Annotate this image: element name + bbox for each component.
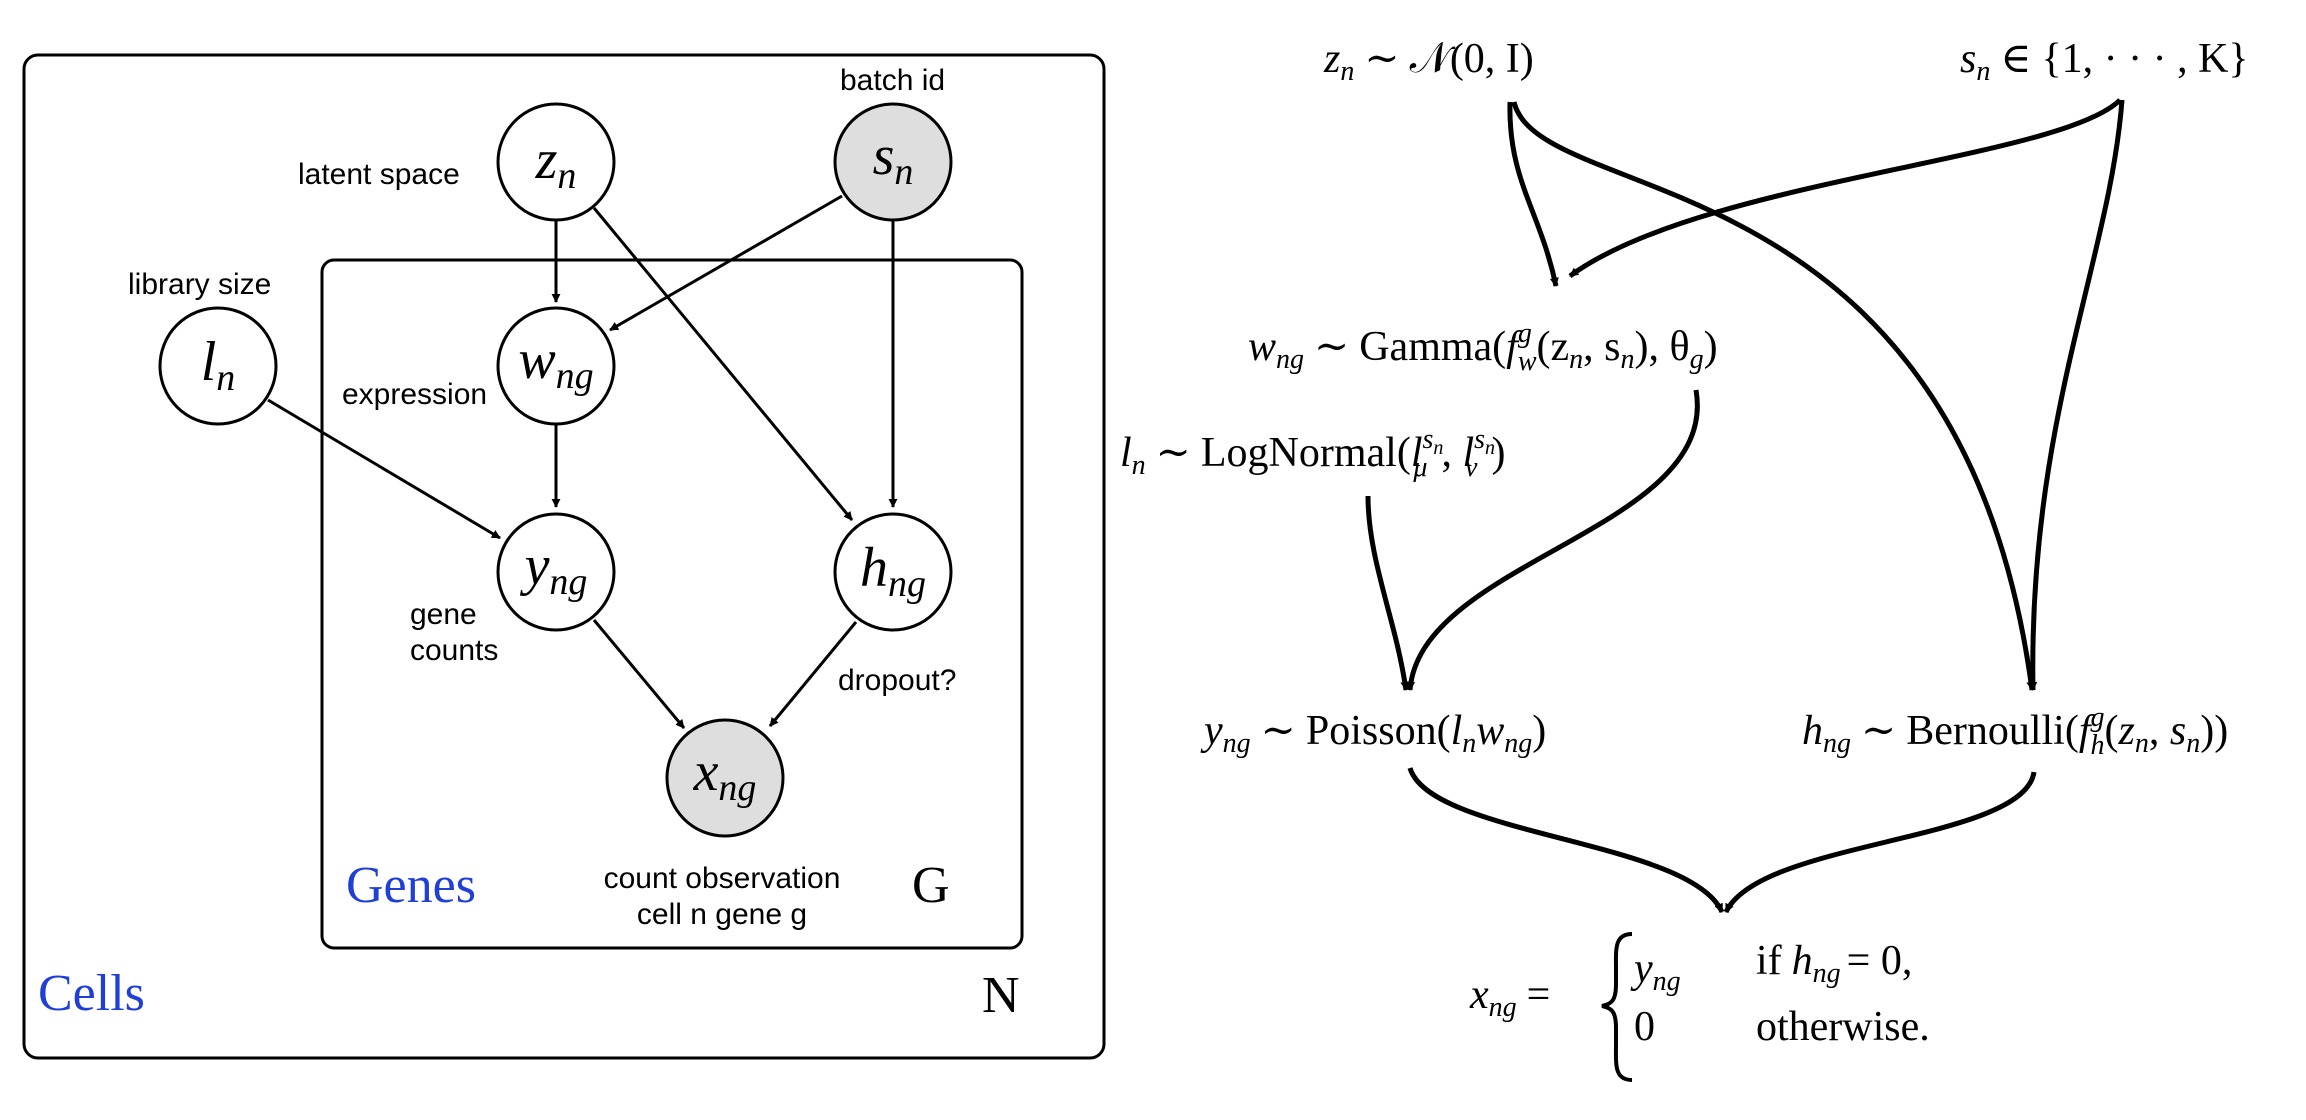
cells-plate (22, 53, 1106, 1060)
genes-plate (320, 258, 1024, 950)
edge-s-heq (2028, 99, 2125, 691)
edge-z-heq (1511, 101, 2036, 691)
graphical-model: Cells N Genes G zn latent space sn batch… (22, 53, 1106, 1060)
node-s-label: batch id (840, 64, 945, 97)
edge-z-weq (1507, 101, 1559, 287)
node-h: hng (833, 512, 953, 632)
svg-text:sn: sn (873, 125, 914, 193)
edge-weq-yeq (1406, 389, 1700, 691)
node-w: wng (496, 306, 616, 426)
node-l-label: library size (128, 268, 271, 301)
genes-plate-label: Genes (346, 857, 476, 914)
svg-text:yng: yng (1630, 946, 1681, 997)
s-equation: sn∈{1, · · · , K} (1960, 36, 2249, 87)
node-l: ln (158, 306, 278, 426)
edge-yeq-xeq (1407, 767, 1725, 914)
svg-text:ln: ln (201, 331, 236, 399)
node-s: sn (833, 102, 953, 222)
edge-heq-xeq (1723, 771, 2037, 914)
cases-brace (1601, 932, 1633, 1082)
edge-y-x (592, 619, 686, 729)
node-y: yng (496, 512, 616, 632)
edge-s-w (609, 194, 843, 332)
svg-text:yng: yng (520, 535, 588, 603)
svg-text:0: 0 (1634, 1004, 1655, 1050)
cells-plate-label: Cells (38, 965, 145, 1022)
svg-text:xng: xng (693, 741, 757, 809)
edge-l-y (267, 398, 501, 540)
cells-plate-count: N (982, 967, 1020, 1024)
z-equation: zn∼𝒩(0, I) (1323, 36, 1534, 87)
svg-text:otherwise.: otherwise. (1756, 1004, 1930, 1050)
svg-text:wng: wng (518, 329, 593, 397)
svg-text:hng: hng (860, 537, 926, 605)
genes-plate-count: G (912, 857, 950, 914)
node-z: zn (496, 102, 616, 222)
edge-leq-yeq (1365, 495, 1410, 691)
equation-edges (1365, 98, 2125, 914)
generative-equations: zn∼𝒩(0, I) sn∈{1, · · · , K} wng∼Gamma(f… (1120, 36, 2249, 1082)
node-h-label: dropout? (838, 664, 956, 697)
model-edges (267, 194, 898, 729)
edge-s-weq (1568, 98, 2122, 279)
y-equation: yng∼Poisson(lnwng) (1200, 708, 1546, 759)
svg-text:xng=: xng= (1469, 972, 1550, 1023)
edge-z-h (592, 207, 854, 521)
svg-text:zn: zn (535, 129, 577, 197)
node-z-label: latent space (298, 158, 460, 191)
edge-h-x (768, 621, 858, 727)
node-w-label: expression (342, 378, 487, 411)
node-x: xng (665, 718, 785, 838)
